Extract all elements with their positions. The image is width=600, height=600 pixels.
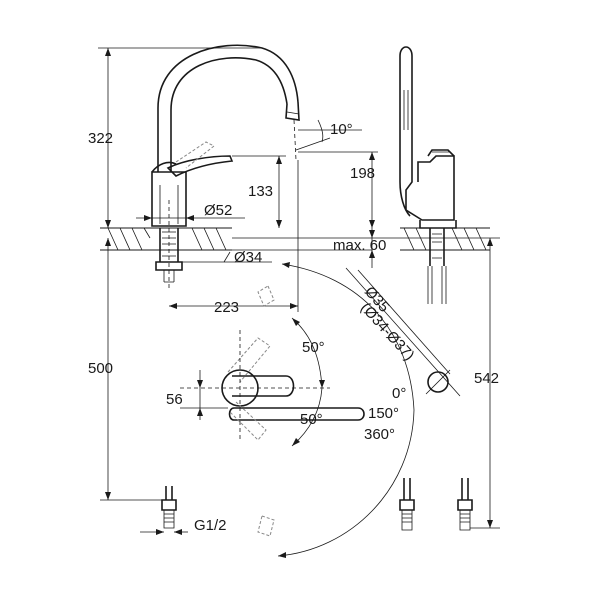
label-322: 322 <box>88 130 113 147</box>
label-198: 198 <box>350 165 375 182</box>
dim-322: 322 <box>88 47 262 228</box>
dim-max60: max. 60 <box>232 228 386 268</box>
label-50-down: 50° <box>300 411 323 428</box>
front-view-faucet <box>151 44 300 227</box>
dim-d34: Ø34 <box>160 249 272 266</box>
label-542: 542 <box>474 370 499 387</box>
label-max60: max. 60 <box>333 237 386 254</box>
dim-500: 500 <box>88 238 168 501</box>
label-133: 133 <box>248 183 273 200</box>
label-g12: G1/2 <box>194 517 227 534</box>
dim-lever-angles: 50° 50° <box>291 317 325 447</box>
label-223: 223 <box>214 299 239 316</box>
dim-56: 56 <box>166 370 228 420</box>
label-500: 500 <box>88 360 113 377</box>
label-150deg: 150° <box>368 405 399 422</box>
label-56: 56 <box>166 391 183 408</box>
hoses-side-bottom <box>399 478 473 531</box>
top-view-faucet <box>180 330 365 441</box>
dim-223: 223 <box>169 160 299 316</box>
label-50-up: 50° <box>302 339 325 356</box>
label-d52: Ø52 <box>204 202 232 219</box>
label-d34: Ø34 <box>234 249 262 266</box>
label-0deg: 0° <box>392 385 406 402</box>
label-10deg: 10° <box>330 121 353 138</box>
dim-133: 133 <box>232 155 286 228</box>
dim-10-degree: 10° <box>295 119 362 151</box>
dim-g12: G1/2 <box>140 517 227 535</box>
swivel-arc <box>257 262 415 558</box>
deck-section-left <box>100 227 232 283</box>
hose-connection-left <box>161 486 177 529</box>
side-view-faucet <box>399 46 490 304</box>
swivel-labels: 0° 150° 360° <box>364 385 406 443</box>
dim-d35: Ø35 (Ø34-Ø37) <box>345 267 461 397</box>
dim-198: 198 <box>298 151 378 228</box>
label-360deg: 360° <box>364 426 395 443</box>
dim-d52: Ø52 <box>136 202 245 221</box>
dim-542: 542 <box>470 238 500 529</box>
